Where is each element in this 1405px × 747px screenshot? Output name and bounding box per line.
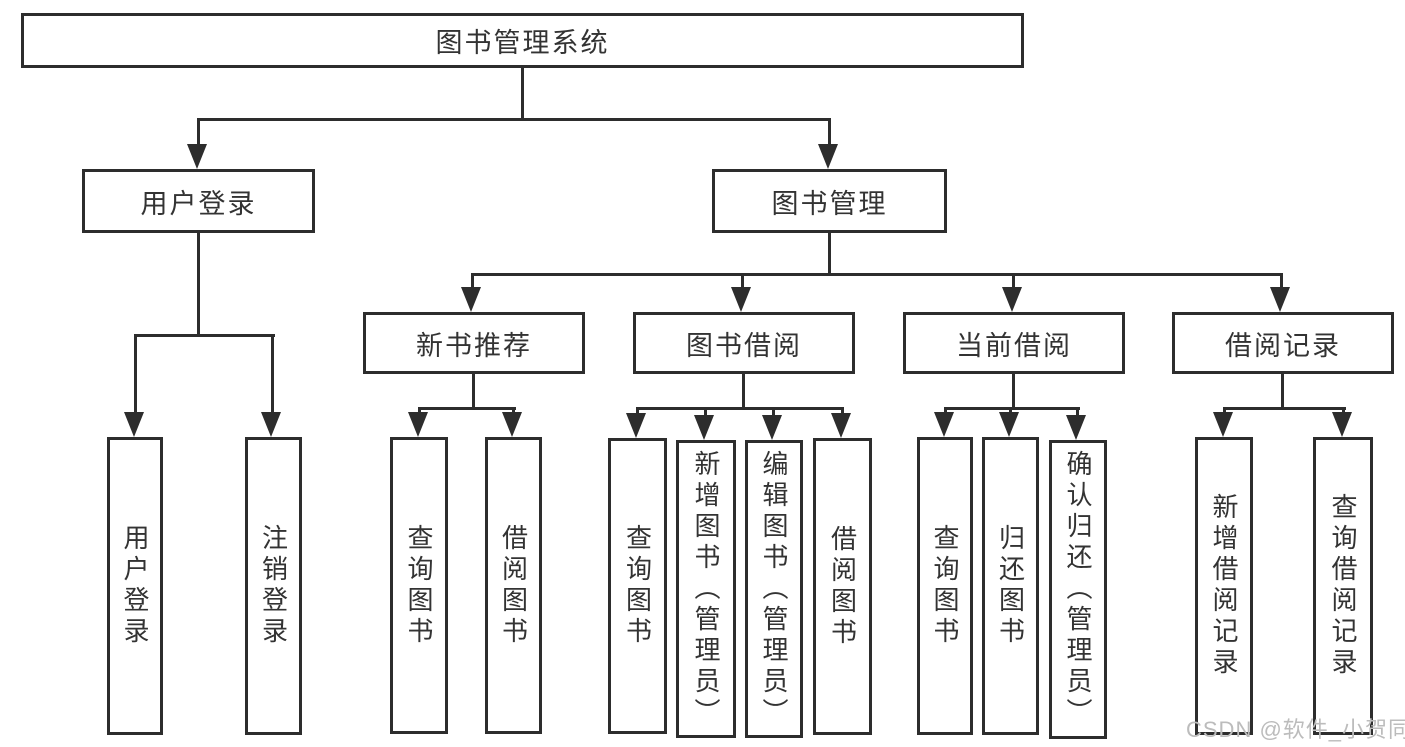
- leaf-add-borrow-record: 新增借阅记录: [1195, 437, 1253, 735]
- node-book-management: 图书管理: [712, 169, 947, 233]
- connector-arm: [772, 407, 775, 417]
- connector-borrow-records-branch: [1223, 407, 1346, 410]
- leaf-query-book-1: 查询图书: [390, 437, 448, 734]
- connector-current-borrow-stem: [1012, 374, 1015, 410]
- leaf-borrow-book-2: 借阅图书: [813, 438, 872, 735]
- node-current-borrow: 当前借阅: [903, 312, 1125, 374]
- leaf-confirm-return-admin: 确认归还（管理员）: [1049, 440, 1107, 739]
- leaf-borrow-book-1: 借阅图书: [485, 437, 542, 734]
- arrow-down-icon: [1002, 287, 1022, 312]
- leaf-add-book-admin: 新增图书（管理员）: [676, 440, 736, 738]
- connector-arm-borrow-records: [1280, 273, 1283, 293]
- leaf-logout: 注销登录: [245, 437, 302, 735]
- connector-level3: [471, 273, 1283, 276]
- arrow-down-icon: [762, 415, 782, 440]
- connector-arm: [841, 407, 844, 415]
- arrow-down-icon: [626, 413, 646, 438]
- arrow-down-icon: [1332, 412, 1352, 437]
- leaf-query-borrow-record: 查询借阅记录: [1313, 437, 1373, 735]
- arrow-down-icon: [261, 412, 281, 437]
- leaf-query-book-3: 查询图书: [917, 437, 973, 735]
- connector-new-book-branch: [418, 407, 516, 410]
- connector-arm: [704, 407, 707, 417]
- node-root: 图书管理系统: [21, 13, 1024, 68]
- connector-arm-book-mgmt: [828, 118, 831, 146]
- arrow-down-icon: [461, 287, 481, 312]
- connector-arm: [1076, 407, 1079, 417]
- connector-book-borrow-stem: [742, 374, 745, 410]
- connector-arm-user-login: [197, 118, 200, 146]
- connector-arm: [944, 407, 947, 415]
- connector-user-login-branch: [134, 334, 275, 337]
- connector-current-borrow-branch: [944, 407, 1080, 410]
- connector-arm: [512, 407, 515, 415]
- connector-arm: [418, 407, 421, 415]
- arrow-down-icon: [934, 412, 954, 437]
- connector-root-stem: [521, 68, 524, 118]
- arrow-down-icon: [731, 287, 751, 312]
- connector-arm: [1342, 407, 1345, 415]
- connector-user-login-stem: [197, 233, 200, 337]
- csdn-watermark: CSDN @软件_小贺同学: [1186, 717, 1405, 742]
- arrow-down-icon: [502, 412, 522, 437]
- connector-arm-new-book-rec: [471, 273, 474, 293]
- leaf-user-login: 用户登录: [107, 437, 163, 735]
- arrow-down-icon: [187, 144, 207, 169]
- connector-arm: [1223, 407, 1226, 415]
- arrow-down-icon: [831, 413, 851, 438]
- arrow-down-icon: [818, 144, 838, 169]
- arrow-down-icon: [408, 412, 428, 437]
- node-book-borrow: 图书借阅: [633, 312, 855, 374]
- connector-new-book-stem: [472, 374, 475, 410]
- leaf-query-book-2: 查询图书: [608, 438, 667, 734]
- arrow-down-icon: [1066, 415, 1086, 440]
- connector-arm-leaf-user-login: [134, 334, 137, 414]
- connector-level2: [197, 118, 831, 121]
- arrow-down-icon: [1213, 412, 1233, 437]
- node-new-book-recommend: 新书推荐: [363, 312, 585, 374]
- connector-arm: [636, 407, 639, 415]
- leaf-edit-book-admin: 编辑图书（管理员）: [745, 440, 803, 738]
- connector-arm: [1009, 407, 1012, 415]
- arrow-down-icon: [999, 412, 1019, 437]
- connector-book-mgmt-stem: [828, 233, 831, 276]
- connector-arm-leaf-logout: [271, 334, 274, 414]
- connector-arm-current-borrow: [1012, 273, 1015, 293]
- connector-book-borrow-branch: [636, 407, 844, 410]
- connector-arm-book-borrow: [741, 273, 744, 293]
- arrow-down-icon: [124, 412, 144, 437]
- node-borrow-records: 借阅记录: [1172, 312, 1394, 374]
- node-user-login: 用户登录: [82, 169, 315, 233]
- arrow-down-icon: [1270, 287, 1290, 312]
- connector-borrow-records-stem: [1281, 374, 1284, 410]
- leaf-return-book: 归还图书: [982, 437, 1039, 735]
- arrow-down-icon: [694, 415, 714, 440]
